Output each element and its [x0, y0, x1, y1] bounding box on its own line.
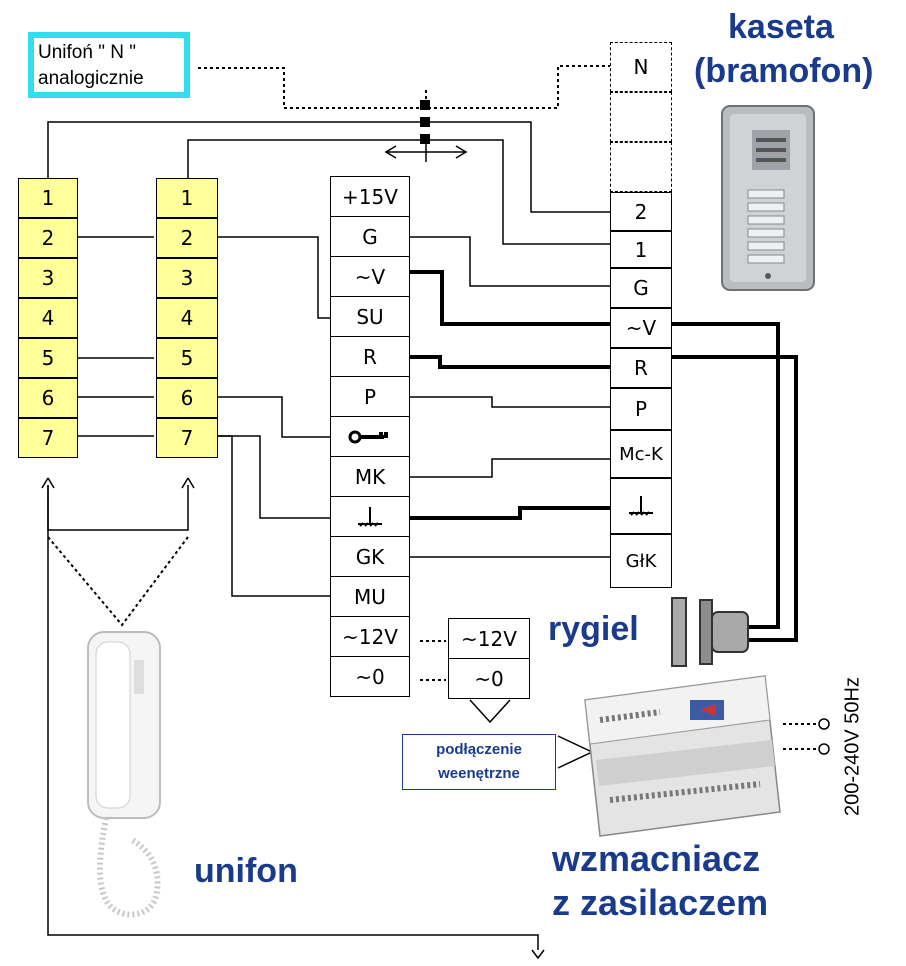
- unifon-n-line1: Unifoń " N ": [38, 42, 136, 63]
- unifon-n-line2: analogicznie: [38, 68, 144, 89]
- panel-terminal-mck: Mc-K: [610, 430, 672, 478]
- panel-terminal-g: G: [610, 268, 672, 308]
- amp-terminal-mu: MU: [330, 576, 410, 617]
- strip-b-terminal: 4: [156, 298, 218, 338]
- strip-a-terminal: 2: [18, 218, 78, 258]
- strip-a-terminal: 5: [18, 338, 78, 378]
- amp-terminal-ground: [330, 496, 410, 537]
- internal-connection-line1: podłączenie: [436, 741, 522, 758]
- amp-terminal-15v: +15V: [330, 176, 410, 217]
- key-icon: [348, 430, 388, 443]
- handset-image: [87, 631, 161, 918]
- terminal-strip-a: 1 2 3 4 5 6 7: [18, 178, 78, 458]
- strip-b-terminal: 7: [156, 418, 218, 458]
- panel-terminal-ground: [610, 478, 672, 534]
- panel-terminal-n: N: [610, 42, 672, 92]
- door-panel-terminal-block: N 2 1 G ~V R P Mc-K GłK: [610, 42, 672, 588]
- panel-terminal-1: 1: [610, 231, 672, 268]
- ground-icon: [358, 506, 382, 527]
- amp-terminal-r: R: [330, 336, 410, 377]
- label-rygiel: rygiel: [548, 610, 639, 648]
- mini-terminal-12v: ~12V: [448, 618, 530, 659]
- terminal-strip-b: 1 2 3 4 5 6 7: [156, 178, 218, 458]
- amp-terminal-su: SU: [330, 296, 410, 337]
- strip-a-terminal: 7: [18, 418, 78, 458]
- panel-terminal-p: P: [610, 388, 672, 430]
- amp-terminal-p: P: [330, 376, 410, 417]
- panel-terminal-2: 2: [610, 192, 672, 231]
- amplifier-terminal-block: +15V G ~V SU R P MK GK MU ~12V ~0: [330, 176, 410, 698]
- internal-connection-line2: weenętrzne: [438, 765, 520, 782]
- mains-terminal-2: [818, 743, 830, 755]
- ground-icon: [629, 496, 653, 516]
- label-mains: 200-240V 50Hz: [841, 677, 864, 816]
- unifon-n-box: Unifoń " N " analogicznie: [28, 32, 190, 98]
- lock-image: [671, 597, 749, 667]
- mini-terminal-0: ~0: [448, 658, 530, 699]
- strip-a-terminal: 3: [18, 258, 78, 298]
- amplifier-image: [584, 675, 781, 837]
- thin-wires: [41, 121, 612, 960]
- internal-connection-label: podłączenie weenętrzne: [402, 734, 556, 790]
- amp-terminal-g: G: [330, 216, 410, 257]
- strip-a-terminal: 4: [18, 298, 78, 338]
- strip-b-terminal: 2: [156, 218, 218, 258]
- amp-terminal-gk: GK: [330, 536, 410, 577]
- amp-terminal-key: [330, 416, 410, 457]
- mini-terminal-block: ~12V ~0: [448, 618, 530, 700]
- amp-terminal-12v: ~12V: [330, 616, 410, 657]
- strip-a-terminal: 6: [18, 378, 78, 418]
- title-bramofon: (bramofon): [694, 52, 874, 90]
- panel-terminal-empty: [610, 92, 672, 142]
- panel-terminal-r: R: [610, 348, 672, 388]
- title-kaseta: kaseta: [728, 8, 834, 46]
- wire-connectors: [420, 100, 430, 144]
- amp-terminal-v: ~V: [330, 256, 410, 297]
- panel-terminal-glk: GłK: [610, 534, 672, 588]
- strip-a-terminal: 1: [18, 178, 78, 218]
- label-unifon: unifon: [194, 852, 298, 890]
- strip-b-terminal: 3: [156, 258, 218, 298]
- label-amplifier-line1: wzmacniacz: [552, 838, 761, 879]
- panel-terminal-empty: [610, 142, 672, 192]
- door-panel-image: [721, 105, 815, 291]
- strip-b-terminal: 6: [156, 378, 218, 418]
- mains-terminal-1: [818, 718, 830, 730]
- label-amplifier-line2: z zasilaczem: [552, 882, 769, 923]
- thick-wires: [410, 270, 798, 642]
- strip-b-terminal: 5: [156, 338, 218, 378]
- strip-b-terminal: 1: [156, 178, 218, 218]
- panel-terminal-v: ~V: [610, 308, 672, 348]
- amp-terminal-mk: MK: [330, 456, 410, 497]
- amp-terminal-0: ~0: [330, 656, 410, 697]
